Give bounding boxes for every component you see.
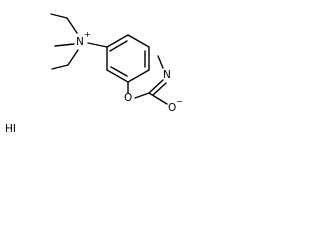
carbonyl-oxygen-label: O xyxy=(168,102,176,114)
ester-oxygen-label: O xyxy=(124,92,132,104)
n-methyl-bond xyxy=(54,43,75,47)
positive-charge-label: + xyxy=(84,30,91,39)
ring-double-bond xyxy=(109,40,128,52)
chemical-structure-diagram: N + O N O − HI xyxy=(5,13,183,135)
n-ethyl-down-bond xyxy=(67,49,79,66)
c-to-n-double-bond xyxy=(148,79,164,94)
ring-to-n-bond xyxy=(87,42,108,48)
imine-nitrogen-label: N xyxy=(163,69,171,81)
ring-bond xyxy=(127,69,150,83)
ethyl-down-bond xyxy=(51,64,69,70)
ring-bond xyxy=(127,34,150,48)
counterion-label: HI xyxy=(5,123,16,135)
c-to-n-double-bond xyxy=(152,82,167,96)
c-to-o-bond xyxy=(148,92,168,105)
ethyl-up-bond xyxy=(50,13,68,19)
o-to-c-bond xyxy=(134,92,150,99)
ammonium-group: N + xyxy=(50,13,108,70)
n-ethyl-up-bond xyxy=(66,17,78,34)
ring-double-bond xyxy=(110,66,128,77)
negative-charge-label: − xyxy=(176,97,183,106)
carbamate-group: O N O − xyxy=(124,55,183,114)
n-methyl-bond xyxy=(157,55,164,69)
benzene-ring xyxy=(106,34,150,83)
ring-bond xyxy=(106,34,129,48)
ammonium-nitrogen-label: N xyxy=(76,36,84,48)
ring-bond xyxy=(106,69,129,83)
